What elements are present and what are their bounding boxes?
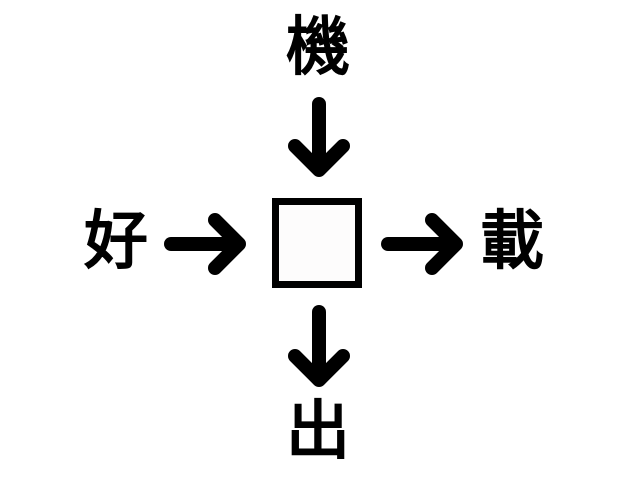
arrow-down-icon (288, 97, 350, 177)
arrow-right-icon (381, 213, 463, 275)
top-kanji: 機 (286, 11, 350, 85)
left-kanji: 好 (84, 205, 148, 279)
arrow-down-icon (288, 305, 350, 387)
arrow-right-icon (164, 213, 246, 275)
bottom-kanji: 出 (286, 395, 350, 469)
answer-box[interactable] (272, 198, 362, 288)
right-kanji: 載 (480, 205, 544, 279)
